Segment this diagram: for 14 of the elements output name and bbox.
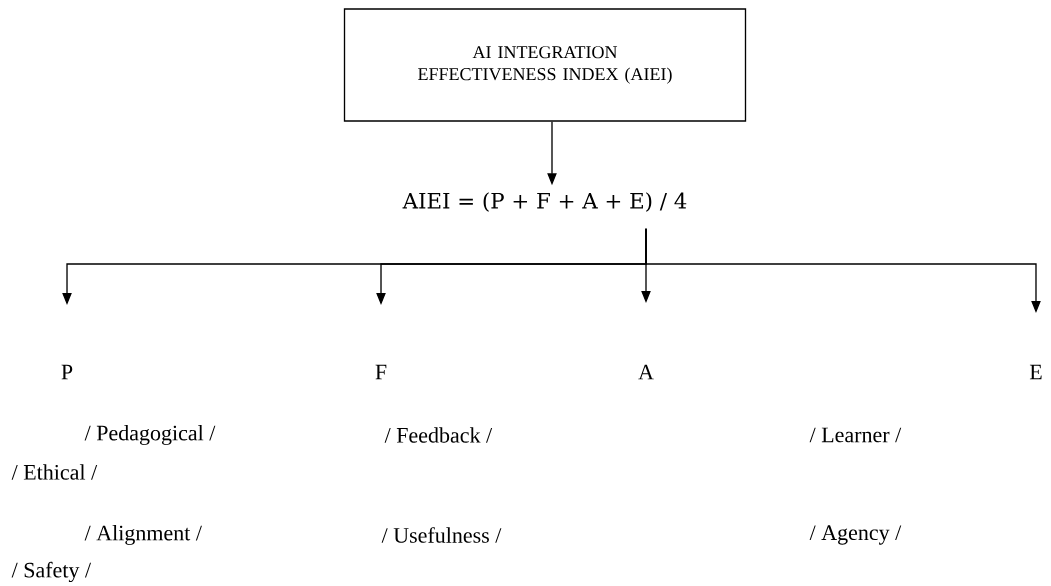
component-letter: A — [638, 364, 654, 380]
component-letter: E — [1029, 364, 1042, 380]
dimension-label: / Safety / — [11, 561, 92, 583]
dimension-label: / Alignment / — [84, 525, 202, 545]
formula: AIEI = (P + F + A + E) / 4 — [402, 192, 687, 212]
dimension-label: / Learner / — [809, 427, 902, 443]
dimension-label: / Pedagogical / — [84, 425, 216, 445]
component-letter: P — [61, 364, 73, 380]
title-box: AI INTEGRATION EFFECTIVENESS INDEX (AIEI) — [343, 8, 747, 122]
dimension-label: / Agency / — [809, 525, 902, 545]
dimension-label: / Usefulness / — [381, 527, 502, 543]
component-letter: F — [375, 364, 387, 380]
dimension-label: / Feedback / — [384, 427, 493, 443]
dimension-label: / Ethical / — [11, 464, 98, 480]
